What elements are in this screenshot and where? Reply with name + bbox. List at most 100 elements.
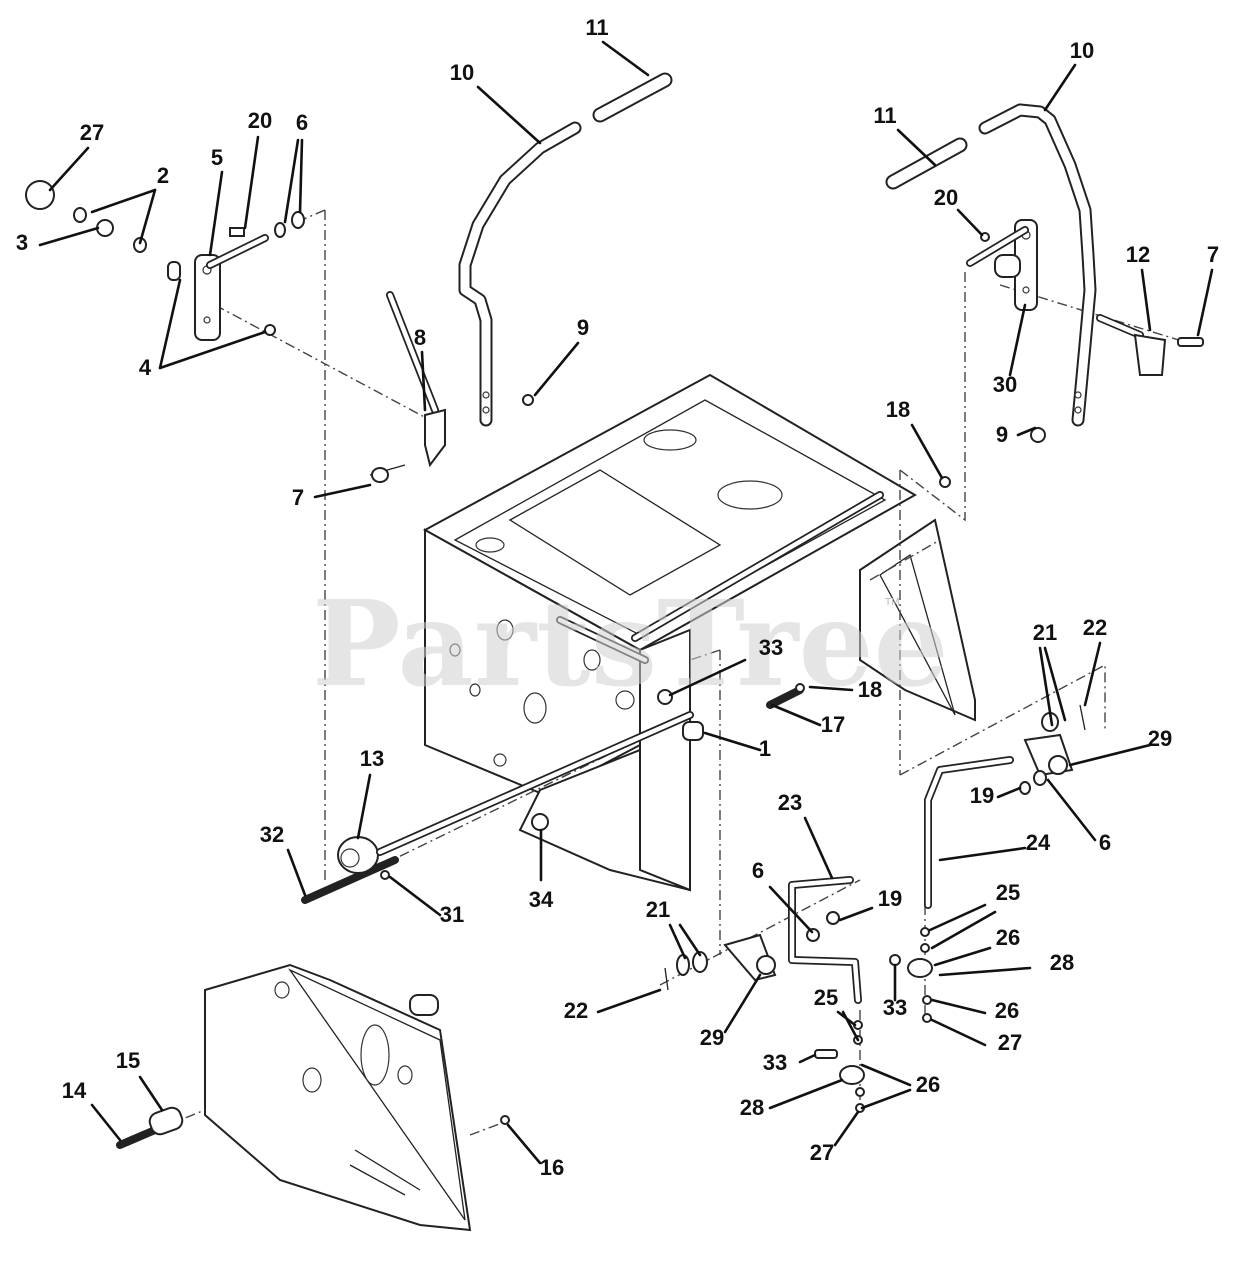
callout-number: 29 <box>1148 726 1172 751</box>
callout-number: 28 <box>1050 950 1074 975</box>
callout-number: 3 <box>16 230 28 255</box>
leader-line <box>286 848 307 897</box>
callout-number: 8 <box>414 325 426 350</box>
callout-number: 19 <box>878 886 902 911</box>
callout-8: 8 <box>414 325 427 412</box>
callout-number: 27 <box>80 120 104 145</box>
callout-10: 10 <box>1043 38 1094 112</box>
leader-line <box>930 998 987 1015</box>
callout-22: 22 <box>1083 615 1107 707</box>
callout-number: 32 <box>260 822 284 847</box>
leader-line <box>356 773 372 840</box>
leader-line <box>1046 778 1097 842</box>
leader-line <box>506 1123 542 1165</box>
leader-line <box>1043 646 1067 722</box>
leader-line <box>1140 268 1152 332</box>
side-plate-detail <box>129 963 511 1232</box>
callout-6: 6 <box>752 858 814 934</box>
callout-number: 9 <box>996 422 1008 447</box>
leader-line <box>1068 743 1152 767</box>
callout-32: 32 <box>260 822 307 897</box>
leader-line <box>798 1053 817 1064</box>
leader-line <box>533 341 580 397</box>
callout-number: 18 <box>858 677 882 702</box>
callout-17: 17 <box>770 703 845 737</box>
callout-26: 26 <box>933 925 1020 967</box>
leader-line <box>841 1010 860 1042</box>
leader-line <box>138 188 157 245</box>
callout-11: 11 <box>873 103 937 167</box>
leader-line <box>90 188 157 214</box>
callout-16: 16 <box>506 1123 564 1180</box>
callout-number: 27 <box>810 1140 834 1165</box>
callout-4: 4 <box>139 278 267 380</box>
leader-line <box>601 40 650 77</box>
spacer-bolt <box>116 1106 510 1149</box>
leader-line <box>596 988 662 1014</box>
callout-number: 25 <box>996 880 1020 905</box>
leader-line <box>1196 268 1214 337</box>
leader-line <box>38 226 100 247</box>
callout-number: 11 <box>585 15 608 40</box>
left-pivot-bracket <box>25 180 534 483</box>
callout-21: 21 <box>646 897 702 960</box>
callout-number: 27 <box>998 1030 1022 1055</box>
right-steering-handle <box>885 103 1097 427</box>
callout-number: 7 <box>292 485 304 510</box>
leader-line <box>930 1018 987 1047</box>
callout-number: 19 <box>970 783 994 808</box>
callout-number: 10 <box>450 60 474 85</box>
leader-line <box>930 910 997 950</box>
callout-3: 3 <box>16 226 100 255</box>
callout-29: 29 <box>700 973 762 1050</box>
linkage-rods <box>664 704 1086 1113</box>
callout-number: 29 <box>700 1025 724 1050</box>
leader-line <box>668 658 747 697</box>
callout-number: 2 <box>157 163 169 188</box>
leader-line <box>243 135 260 230</box>
callout-number: 16 <box>540 1155 564 1180</box>
leader-line <box>723 973 762 1034</box>
callout-1: 1 <box>703 731 771 761</box>
callout-number: 1 <box>759 736 771 761</box>
callout-number: 24 <box>1026 830 1051 855</box>
watermark: PartsTree TM <box>312 574 949 713</box>
callout-7: 7 <box>292 483 372 510</box>
callout-31: 31 <box>388 875 464 927</box>
callout-9: 9 <box>533 315 589 397</box>
leader-line <box>808 685 854 692</box>
callout-15: 15 <box>116 1048 164 1112</box>
callout-20: 20 <box>243 108 272 230</box>
callout-number: 22 <box>564 998 588 1023</box>
callout-number: 6 <box>752 858 764 883</box>
callout-number: 9 <box>577 315 589 340</box>
callout-20: 20 <box>934 185 984 237</box>
leader-line <box>298 138 304 214</box>
callout-22: 22 <box>564 988 662 1023</box>
callout-number: 6 <box>1099 830 1111 855</box>
callout-18: 18 <box>886 397 944 480</box>
callout-number: 26 <box>995 998 1019 1023</box>
callout-23: 23 <box>778 790 834 880</box>
callout-30: 30 <box>993 303 1027 397</box>
leader-line <box>938 966 1032 977</box>
callout-number: 31 <box>440 902 464 927</box>
callout-9: 9 <box>996 422 1037 447</box>
callout-6: 6 <box>283 110 308 224</box>
callout-7: 7 <box>1196 242 1219 337</box>
leader-line <box>1008 303 1027 377</box>
leader-line <box>678 923 702 957</box>
callout-27: 27 <box>48 120 104 192</box>
callout-number: 20 <box>248 108 272 133</box>
callout-number: 6 <box>296 110 308 135</box>
callout-number: 26 <box>996 925 1020 950</box>
leader-line <box>928 903 987 932</box>
callout-12: 12 <box>1126 242 1152 332</box>
callout-13: 13 <box>356 746 384 840</box>
callout-24: 24 <box>938 830 1051 862</box>
callout-28: 28 <box>938 950 1074 977</box>
leader-line <box>420 350 427 412</box>
callout-number: 11 <box>873 103 896 128</box>
front-pivot <box>301 683 805 904</box>
